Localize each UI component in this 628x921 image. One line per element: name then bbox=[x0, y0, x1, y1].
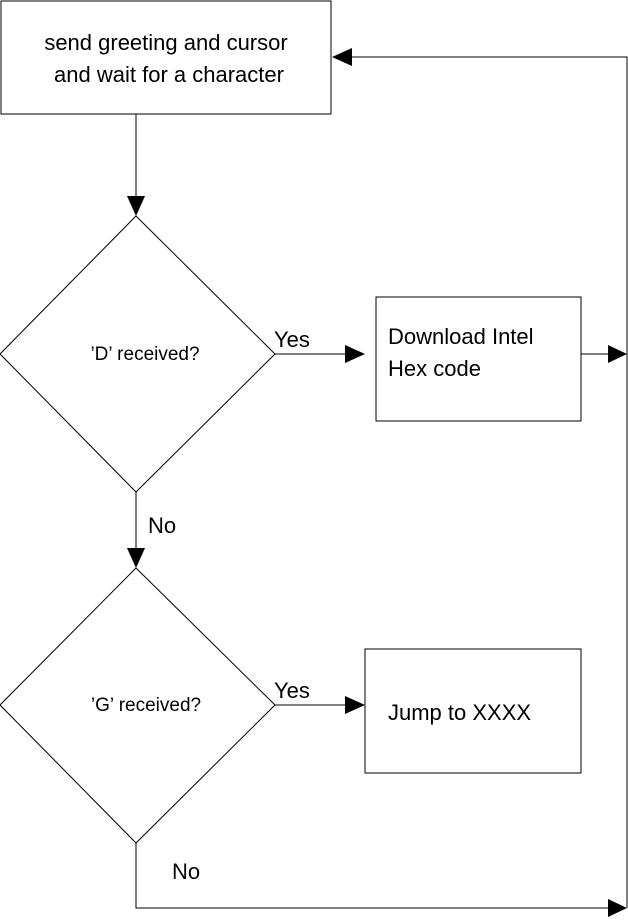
g-yes-label: Yes bbox=[274, 678, 310, 703]
edge-d-yes: Yes bbox=[274, 327, 365, 363]
edge-start-to-d bbox=[127, 114, 145, 216]
d-no-label: No bbox=[148, 513, 176, 538]
arrowhead-right-icon bbox=[608, 899, 627, 917]
d-yes-label: Yes bbox=[274, 327, 310, 352]
arrowhead-right-icon bbox=[345, 696, 365, 714]
download-node: Download Intel Hex code bbox=[376, 297, 581, 421]
edge-g-no: No bbox=[136, 843, 627, 917]
download-text-line-2: Hex code bbox=[388, 356, 481, 381]
edge-d-no: No bbox=[127, 492, 176, 568]
arrowhead-right-icon bbox=[345, 345, 365, 363]
edge-loop-back bbox=[332, 48, 627, 908]
decision-d-label: ’D’ received? bbox=[90, 344, 199, 365]
arrowhead-down-icon bbox=[127, 196, 145, 216]
download-text-line-1: Download Intel bbox=[388, 324, 534, 349]
decision-g-label: ’G’ received? bbox=[91, 695, 201, 716]
start-box bbox=[1, 1, 331, 114]
arrowhead-right-icon bbox=[608, 345, 627, 363]
edge-download-to-loop bbox=[581, 345, 627, 363]
g-no-label: No bbox=[172, 859, 200, 884]
jump-text: Jump to XXXX bbox=[388, 700, 531, 725]
decision-g-node: ’G’ received? bbox=[0, 568, 275, 843]
start-text-line-2: and wait for a character bbox=[54, 62, 284, 87]
decision-d-node: ’D’ received? bbox=[0, 216, 275, 492]
edge-g-yes: Yes bbox=[274, 678, 365, 714]
arrowhead-left-icon bbox=[332, 48, 352, 66]
start-node: send greeting and cursor and wait for a … bbox=[1, 1, 331, 114]
start-text-line-1: send greeting and cursor bbox=[44, 30, 287, 55]
arrowhead-down-icon bbox=[127, 548, 145, 568]
jump-node: Jump to XXXX bbox=[365, 649, 581, 773]
